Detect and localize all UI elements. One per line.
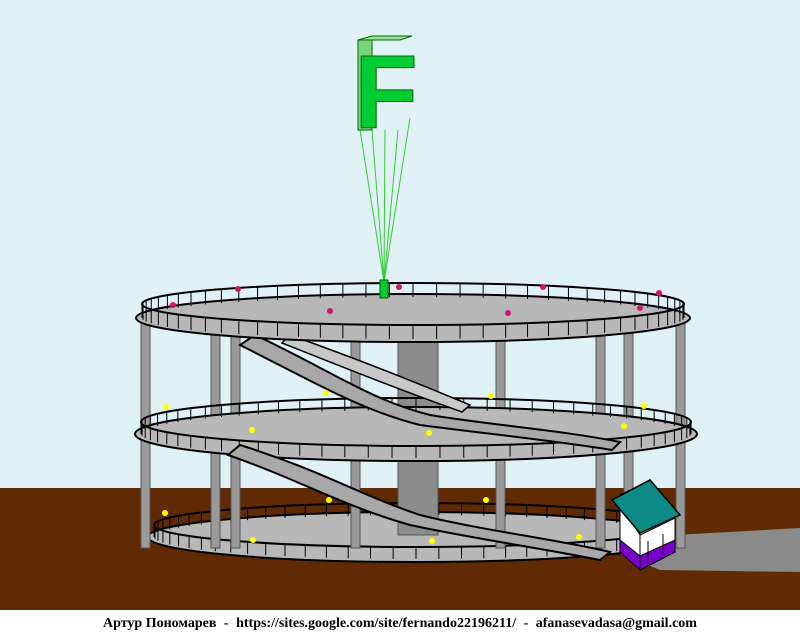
light xyxy=(429,538,435,544)
light xyxy=(656,290,662,296)
light xyxy=(483,497,489,503)
light xyxy=(576,534,582,540)
light xyxy=(250,537,256,543)
caption-author: Артур Пономарев xyxy=(103,616,217,631)
light xyxy=(488,393,494,399)
light xyxy=(326,497,332,503)
caption: Артур Пономарев - https://sites.google.c… xyxy=(0,612,800,643)
sign-beams xyxy=(359,117,411,283)
ramp-inner xyxy=(280,334,472,413)
light xyxy=(540,284,546,290)
railing-top xyxy=(141,282,685,339)
svg-text:F: F xyxy=(354,35,418,151)
ramp-lower xyxy=(226,443,613,562)
light xyxy=(505,310,511,316)
kiosk-booth xyxy=(610,479,682,572)
sign-mast xyxy=(379,279,389,299)
light xyxy=(426,430,432,436)
caption-url: https://sites.google.com/site/fernando22… xyxy=(236,616,517,631)
light xyxy=(637,305,643,311)
light xyxy=(327,308,333,314)
ramp-upper xyxy=(238,333,623,452)
lights xyxy=(162,284,662,544)
light xyxy=(235,286,241,292)
caption-separator-1: - xyxy=(223,616,229,631)
caption-email: afanasevadasa@gmail.com xyxy=(535,616,697,631)
railing-middle xyxy=(140,397,692,458)
caption-separator-2: - xyxy=(523,616,529,631)
light xyxy=(396,284,402,290)
light xyxy=(170,302,176,308)
light xyxy=(163,404,169,410)
light xyxy=(249,427,255,433)
light xyxy=(641,403,647,409)
sign-letter-f: F xyxy=(354,35,419,152)
light xyxy=(621,423,627,429)
light xyxy=(323,390,329,396)
light xyxy=(162,510,168,516)
